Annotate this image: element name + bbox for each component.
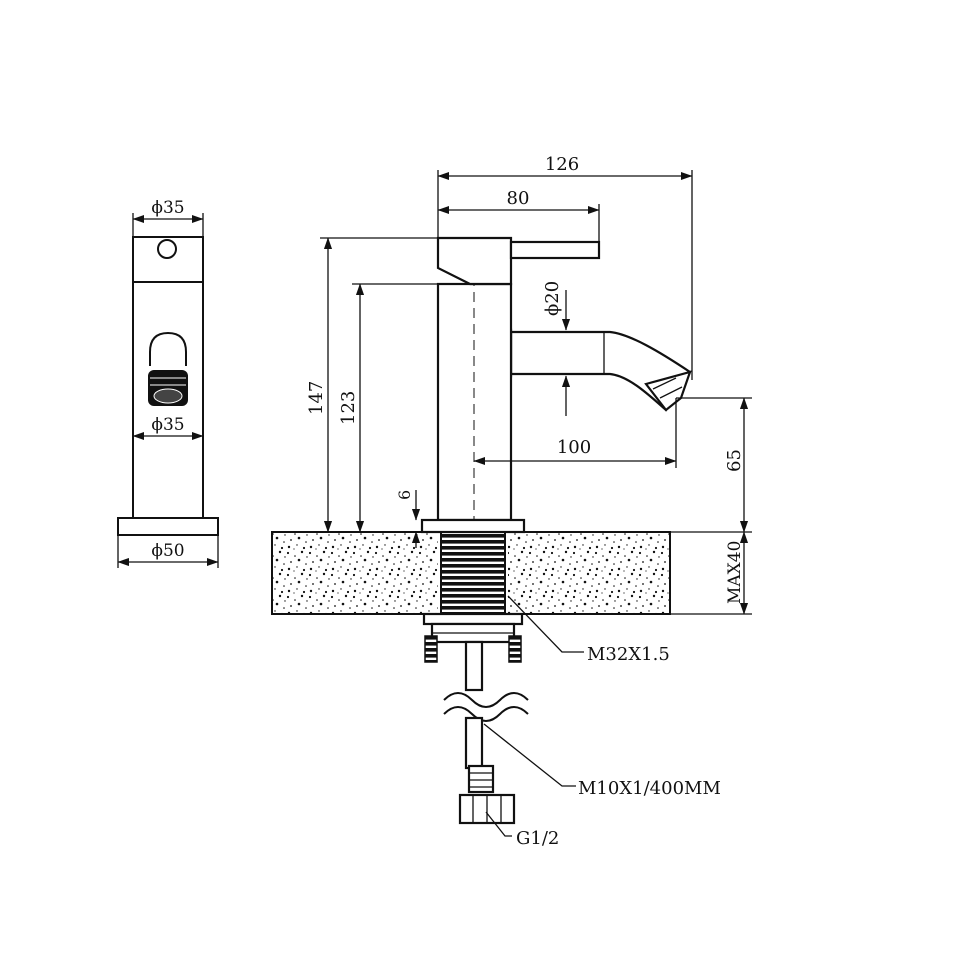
side-base bbox=[117, 517, 219, 536]
hose-upper bbox=[464, 640, 484, 692]
dim-spout-reach: 100 bbox=[557, 437, 591, 458]
break-line-top bbox=[443, 692, 529, 708]
front-view: 126 80 ϕ20 147 123 100 65 MAX40 6 bbox=[271, 154, 752, 849]
dim-side-top-dia: ϕ35 bbox=[151, 198, 184, 218]
side-spout-hood bbox=[149, 331, 187, 366]
stud-right bbox=[508, 635, 522, 663]
hose-ferrule bbox=[467, 764, 495, 794]
lever-handle bbox=[509, 240, 601, 260]
dim-spout-dia: ϕ20 bbox=[542, 281, 563, 316]
dim-base-thickness: 6 bbox=[395, 490, 414, 500]
side-lever-hole bbox=[157, 239, 177, 259]
callout-connector-leader bbox=[485, 811, 512, 837]
dim-outlet-height: 65 bbox=[724, 449, 745, 472]
dim-body-height: 123 bbox=[338, 391, 359, 425]
callout-hose: M10X1/400MM bbox=[578, 778, 721, 799]
dim-side-mid-dia: ϕ35 bbox=[151, 415, 184, 435]
callout-shank-leader bbox=[507, 595, 584, 653]
dim-side-base-dia: ϕ50 bbox=[151, 541, 184, 561]
stud-left bbox=[424, 635, 438, 663]
dim-handle-reach: 80 bbox=[507, 188, 530, 209]
side-lever-cap bbox=[132, 236, 204, 283]
lever-housing bbox=[436, 236, 513, 286]
threaded-shank bbox=[440, 531, 506, 615]
break-line-bottom bbox=[443, 706, 529, 722]
base-flange bbox=[420, 518, 526, 534]
hose-lower bbox=[464, 716, 484, 770]
dim-max-counter: MAX40 bbox=[725, 541, 745, 604]
dim-overall-reach: 126 bbox=[545, 154, 579, 175]
callout-hose-leader bbox=[483, 723, 576, 787]
washer bbox=[422, 612, 524, 626]
dim-overall-height: 147 bbox=[306, 381, 327, 415]
side-view: ϕ35 ϕ35 ϕ50 bbox=[117, 198, 219, 568]
callout-shank-thread: M32X1.5 bbox=[587, 644, 670, 665]
callout-connector: G1/2 bbox=[516, 828, 559, 849]
